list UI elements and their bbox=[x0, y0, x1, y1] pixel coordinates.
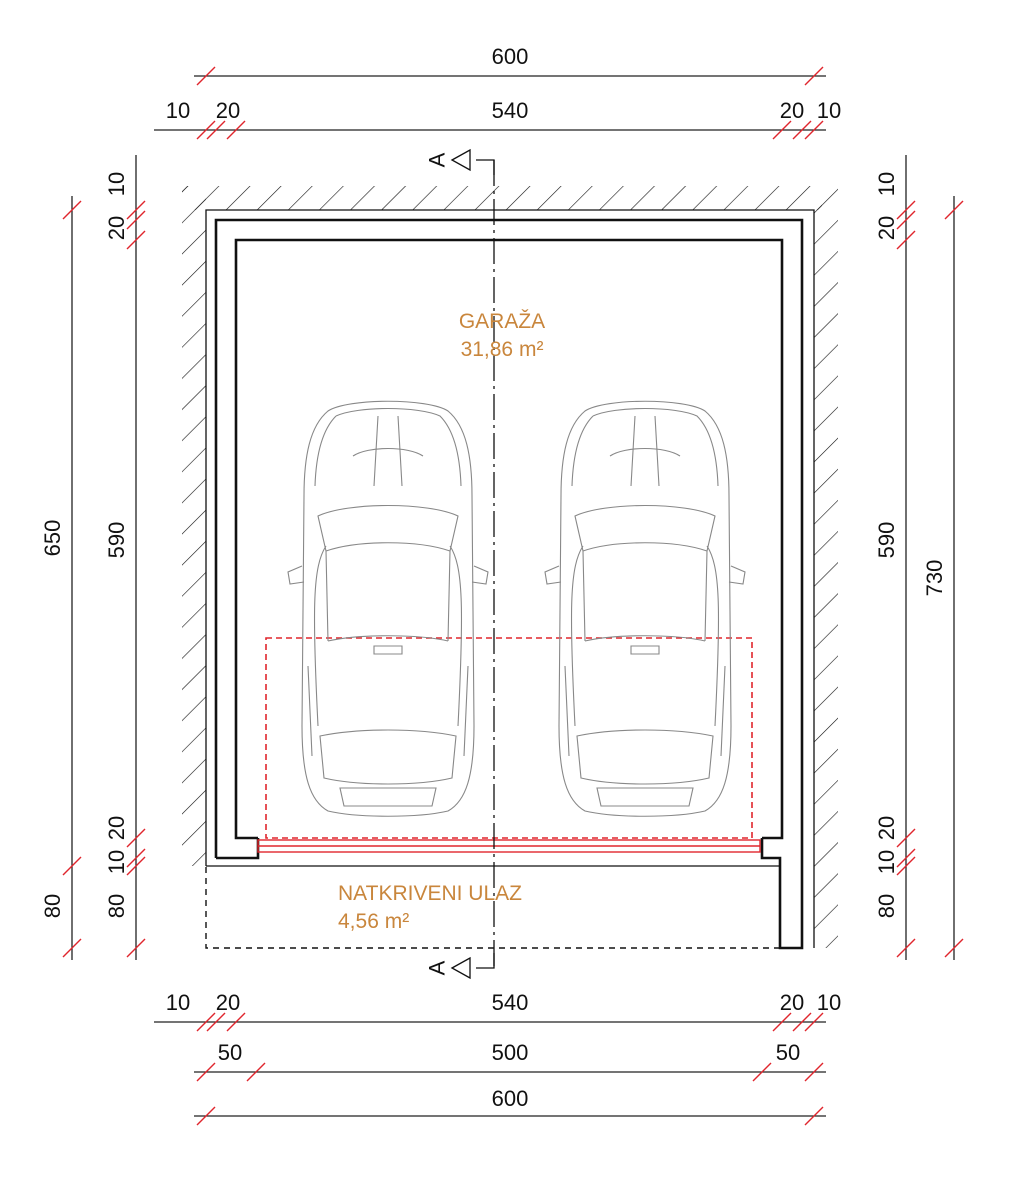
dimension-tick bbox=[246, 1062, 266, 1082]
dimension-tick bbox=[226, 120, 246, 140]
dimension-tick bbox=[126, 938, 146, 958]
dimension-tick bbox=[896, 938, 916, 958]
dimension-tick bbox=[196, 1012, 216, 1032]
outer-wall-line bbox=[205, 209, 815, 948]
inner-wall-line bbox=[234, 238, 784, 840]
door-opening-dashed bbox=[265, 637, 753, 839]
dim-right-3: 590 bbox=[874, 522, 899, 559]
dimension-tick bbox=[206, 1012, 226, 1032]
dimension-tick bbox=[896, 230, 916, 250]
dimension-tick bbox=[196, 1062, 216, 1082]
dim-top-1: 10 bbox=[166, 98, 190, 123]
dim-top-2: 20 bbox=[216, 98, 240, 123]
dim-right-5: 10 bbox=[874, 850, 899, 874]
dim-top-3: 540 bbox=[492, 98, 529, 123]
dim-right-overall: 730 bbox=[922, 560, 947, 597]
dim-mid-2: 500 bbox=[492, 1040, 529, 1065]
dimension-tick bbox=[896, 200, 916, 220]
dimension-tick bbox=[944, 200, 964, 220]
garage-area: 31,86 m² bbox=[461, 338, 544, 361]
dimension-tick bbox=[196, 120, 216, 140]
dimension-tick bbox=[206, 120, 226, 140]
dim-left-overall-1: 650 bbox=[40, 520, 65, 557]
car-top-view-icon bbox=[544, 400, 746, 817]
dimension-tick bbox=[792, 120, 812, 140]
dimension-tick bbox=[62, 856, 82, 876]
dim-right-4: 20 bbox=[874, 816, 899, 840]
dimension-tick bbox=[772, 120, 792, 140]
entrance-name: NATKRIVENI ULAZ bbox=[338, 882, 522, 905]
section-label-bottom: A bbox=[425, 960, 450, 975]
dim-mid-1: 50 bbox=[218, 1040, 242, 1065]
left-wall-hatch bbox=[182, 186, 206, 866]
dim-bottom-1: 10 bbox=[166, 990, 190, 1015]
insulation-line bbox=[214, 218, 804, 950]
dimension-tick bbox=[126, 200, 146, 220]
dim-bottom-overall: 600 bbox=[492, 1086, 529, 1111]
dim-top-4: 20 bbox=[780, 98, 804, 123]
section-line: A A bbox=[425, 148, 495, 980]
dimension-tick bbox=[126, 828, 146, 848]
dimension-tick bbox=[804, 120, 824, 140]
dimension-tick bbox=[196, 1106, 216, 1126]
dimension-tick bbox=[792, 1012, 812, 1032]
walls bbox=[182, 186, 838, 950]
entrance-outline bbox=[205, 866, 780, 949]
dimension-ticks bbox=[62, 66, 964, 1126]
dimension-tick bbox=[226, 1012, 246, 1032]
left-jamb bbox=[216, 838, 260, 860]
dim-bottom-5: 10 bbox=[817, 990, 841, 1015]
dimension-tick bbox=[62, 938, 82, 958]
dim-top-5: 10 bbox=[817, 98, 841, 123]
dimension-tick bbox=[896, 210, 916, 230]
dimension-tick bbox=[804, 1106, 824, 1126]
dimension-tick bbox=[944, 938, 964, 958]
dimension-tick bbox=[126, 230, 146, 250]
dimension-tick bbox=[896, 856, 916, 876]
dimension-lines bbox=[71, 75, 955, 1117]
dim-left-5: 10 bbox=[104, 850, 129, 874]
dim-right-2: 20 bbox=[874, 216, 899, 240]
garage-name: GARAŽA bbox=[459, 310, 545, 333]
right-wall-hatch bbox=[814, 186, 838, 948]
dim-bottom-3: 540 bbox=[492, 990, 529, 1015]
dim-left-overall-2: 80 bbox=[40, 894, 65, 918]
dim-top-overall: 600 bbox=[492, 44, 529, 69]
dimension-tick bbox=[804, 1062, 824, 1082]
dimension-tick bbox=[804, 1012, 824, 1032]
dimension-tick bbox=[196, 66, 216, 86]
dim-bottom-2: 20 bbox=[216, 990, 240, 1015]
car-top-view-icon bbox=[287, 400, 489, 817]
entrance-area: 4,56 m² bbox=[338, 910, 409, 933]
dim-left-4: 20 bbox=[104, 816, 129, 840]
dim-left-6: 80 bbox=[104, 894, 129, 918]
dimension-tick bbox=[126, 210, 146, 230]
dim-right-1: 10 bbox=[874, 172, 899, 196]
section-arrow-icon bbox=[450, 148, 471, 172]
dimension-tick bbox=[804, 66, 824, 86]
dim-left-2: 20 bbox=[104, 216, 129, 240]
dimension-texts: 600 10 20 540 20 10 10 20 540 20 10 50 5… bbox=[40, 44, 947, 1111]
dim-left-1: 10 bbox=[104, 172, 129, 196]
room-labels: GARAŽA 31,86 m² NATKRIVENI ULAZ 4,56 m² bbox=[338, 310, 545, 933]
dim-left-3: 590 bbox=[104, 522, 129, 559]
section-arrow-icon bbox=[450, 956, 471, 980]
dim-right-6: 80 bbox=[874, 894, 899, 918]
dim-mid-3: 50 bbox=[776, 1040, 800, 1065]
dimension-tick bbox=[752, 1062, 772, 1082]
dimension-tick bbox=[896, 828, 916, 848]
section-label-top: A bbox=[425, 152, 450, 167]
dimension-tick bbox=[62, 200, 82, 220]
dimension-tick bbox=[896, 848, 916, 868]
dimension-tick bbox=[772, 1012, 792, 1032]
top-wall-hatch bbox=[182, 186, 822, 210]
dimension-tick bbox=[126, 848, 146, 868]
dim-bottom-4: 20 bbox=[780, 990, 804, 1015]
dimension-tick bbox=[126, 856, 146, 876]
